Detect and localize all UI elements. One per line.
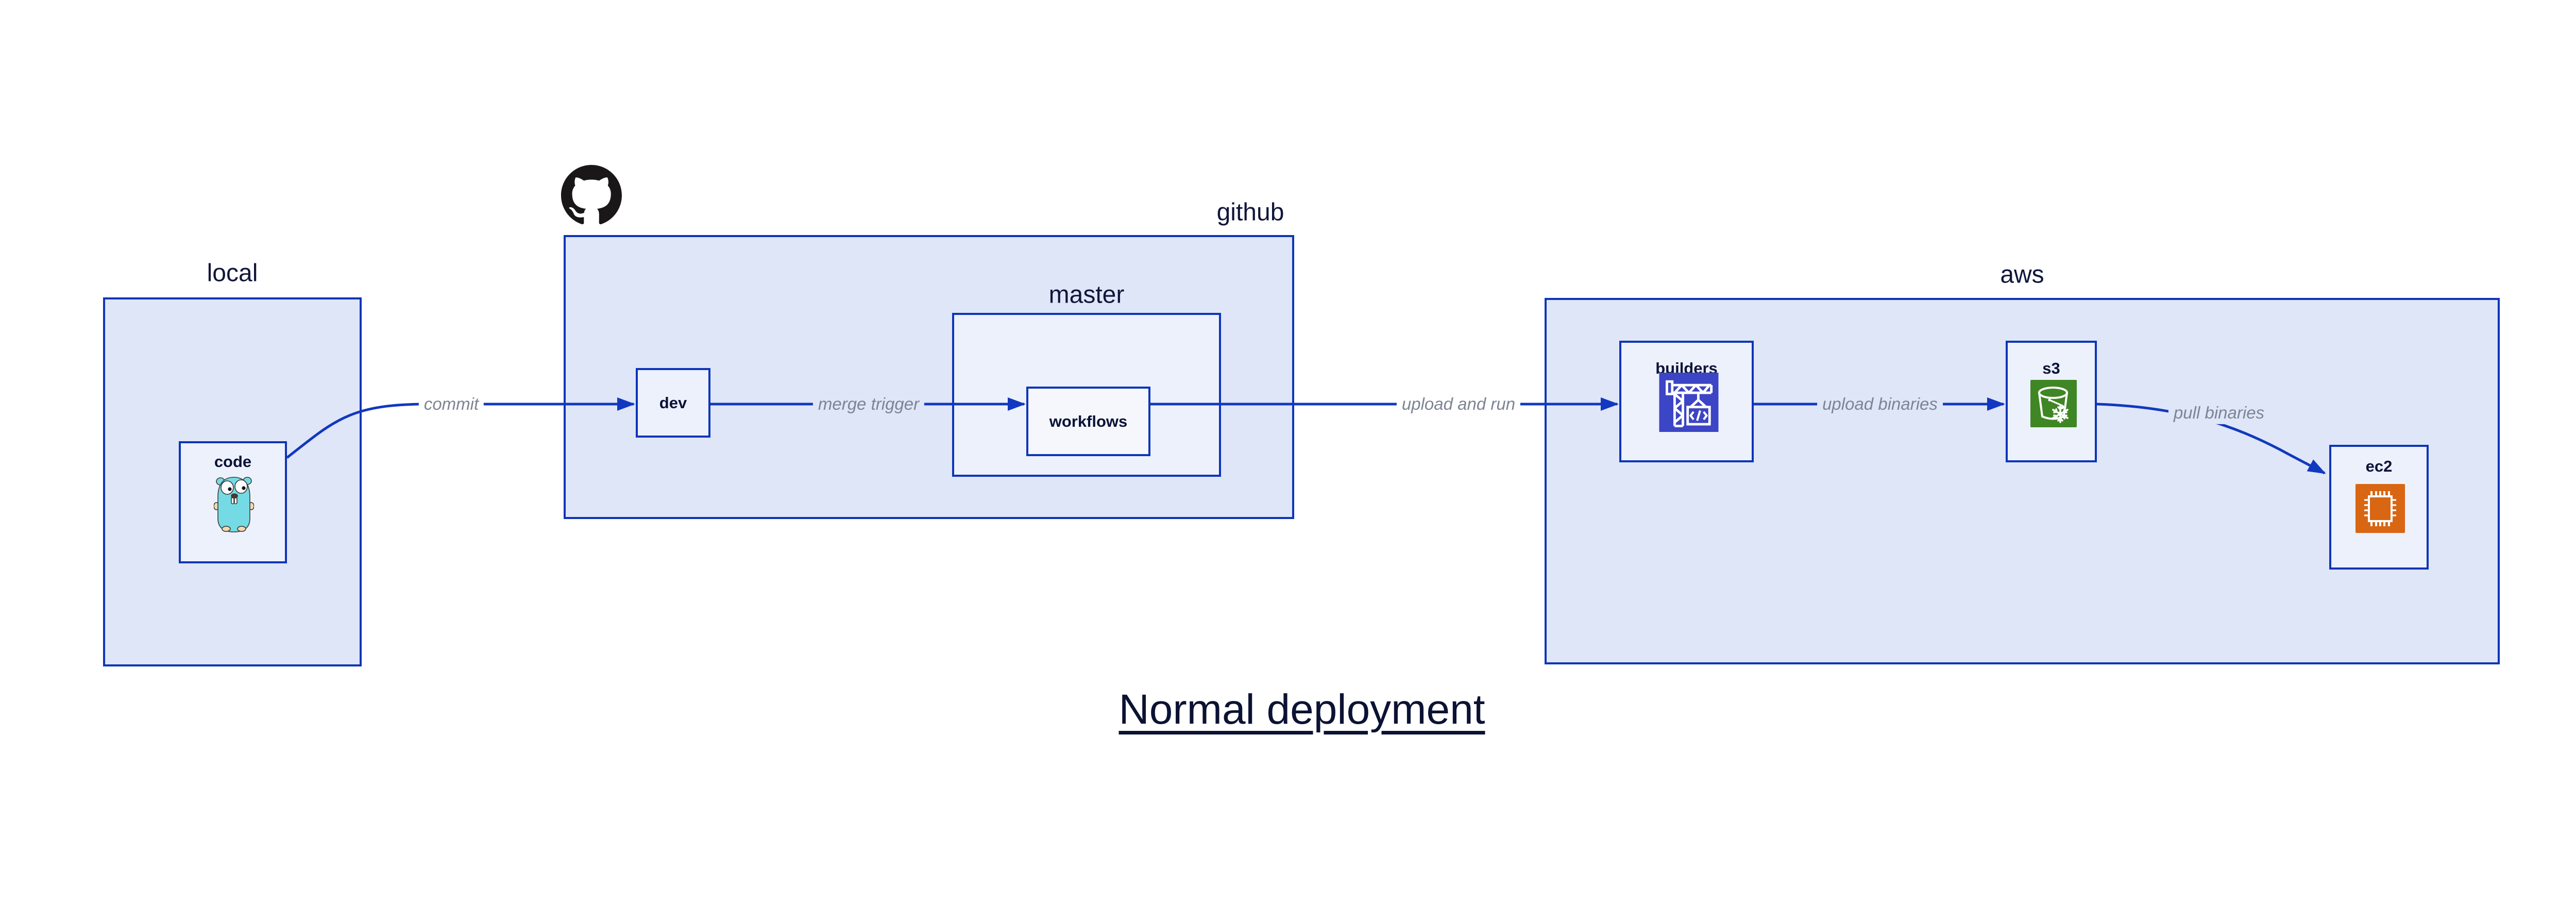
node-ec2: ec2 (2329, 445, 2429, 570)
node-workflows-label: workflows (1049, 412, 1128, 430)
node-workflows: workflows (1026, 387, 1150, 456)
codebuild-crane-icon (1657, 373, 1720, 435)
node-code: code (179, 441, 287, 563)
node-s3-label: s3 (2042, 359, 2060, 377)
container-aws-label: aws (2000, 261, 2044, 289)
node-s3: s3 (2006, 341, 2097, 462)
node-dev-label: dev (659, 393, 687, 412)
ec2-chip-icon (2355, 484, 2405, 536)
edge-label-upload-binaries: upload binaries (1817, 392, 1943, 416)
node-builders: builders (1619, 341, 1754, 462)
container-master-label: master (1048, 281, 1125, 309)
container-local-label: local (207, 259, 258, 287)
go-gopher-icon (213, 474, 255, 534)
edge-label-merge-trigger: merge trigger (812, 392, 925, 416)
diagram-title: Normal deployment (1118, 686, 1485, 733)
container-github-label: github (1216, 198, 1284, 226)
node-dev: dev (636, 368, 710, 438)
edge-label-commit: commit (418, 392, 484, 416)
node-code-label: code (214, 453, 252, 471)
edge-label-upload-and-run: upload and run (1396, 392, 1521, 416)
node-ec2-label: ec2 (2365, 457, 2393, 475)
s3-glacier-bucket-icon (2030, 380, 2077, 430)
edge-label-pull-binaries: pull binaries (2168, 401, 2270, 425)
github-octocat-icon (561, 165, 622, 226)
